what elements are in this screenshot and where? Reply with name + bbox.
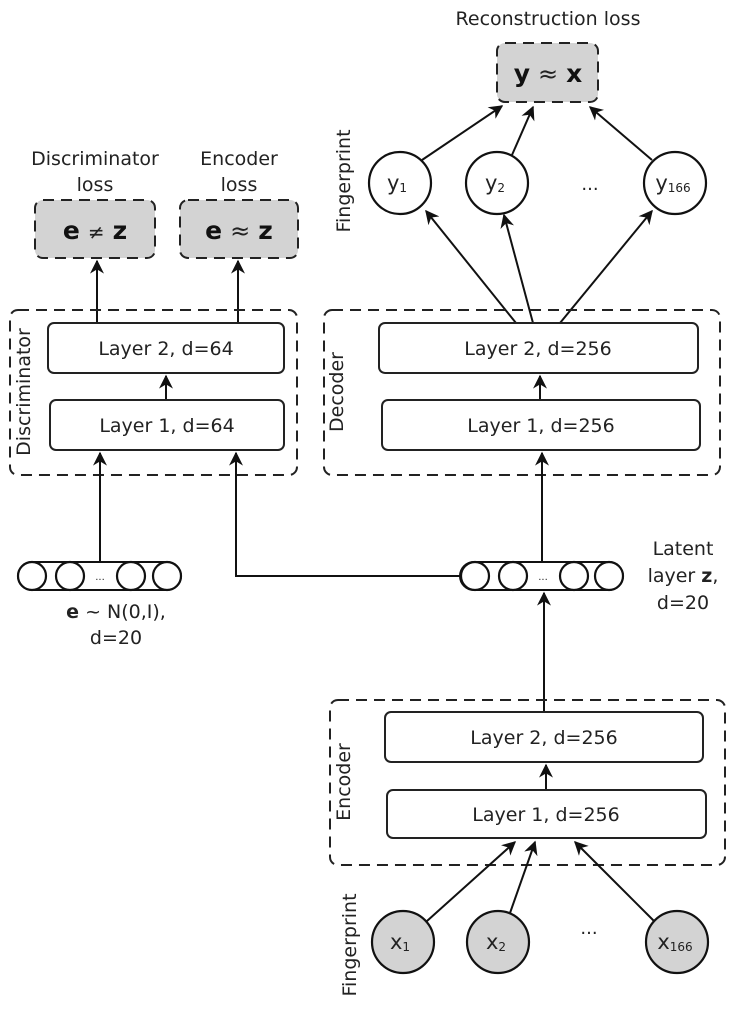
output-node-y166: y166	[642, 150, 708, 216]
arrow-decoder-to-y2	[500, 213, 534, 324]
discriminator-layer1-label: Layer 1, d=64	[99, 415, 234, 437]
discriminator-layer1	[49, 399, 285, 451]
discriminator-loss-title-line1: Discriminator	[31, 148, 159, 170]
decoder-layer1	[381, 399, 701, 451]
input-ellipsis: ...	[580, 918, 597, 939]
latent-vector	[459, 560, 625, 592]
encoder-layer2	[384, 711, 704, 763]
input-node-x1: x1	[370, 909, 436, 975]
discriminator-loss-title-line2: loss	[77, 174, 114, 196]
svg-text:x1: x1	[390, 930, 410, 954]
latent-vector-ellipsis: ...	[538, 572, 548, 583]
decoder-layer2	[378, 322, 699, 374]
discriminator-layer2	[47, 322, 285, 374]
reconstruction-loss-title: Reconstruction loss	[456, 8, 641, 30]
arrow-y2-to-recon	[511, 105, 535, 156]
reconstruction-equation: y ≈ x	[514, 59, 583, 88]
encoder-layer1	[386, 789, 707, 839]
decoder-layer1-label: Layer 1, d=256	[467, 415, 614, 437]
decoder-layer2-label: Layer 2, d=256	[464, 338, 611, 360]
svg-text:y2: y2	[485, 171, 505, 195]
encoder-layer2-label: Layer 2, d=256	[470, 727, 617, 749]
latent-caption-line3: d=20	[657, 592, 709, 614]
arrow-latent-to-disc	[229, 451, 461, 577]
svg-text:y166: y166	[655, 171, 690, 195]
decoder-label: Decoder	[326, 352, 348, 432]
arrow-x1-to-encoder	[426, 841, 517, 922]
svg-text:x2: x2	[486, 930, 506, 954]
discriminator-loss-box	[34, 199, 156, 259]
output-fingerprint-label: Fingerprint	[333, 129, 355, 232]
latent-caption-line1: Latent	[653, 538, 714, 560]
arrow-decoder-to-y166	[559, 209, 653, 324]
svg-text:x166: x166	[657, 930, 692, 954]
latent-caption-line2: layer z,	[648, 565, 719, 587]
output-ellipsis: ...	[581, 174, 598, 195]
reconstruction-loss-box	[496, 42, 599, 103]
prior-caption-line1: e ~ N(0,I),	[66, 601, 166, 623]
encoder-layer1-label: Layer 1, d=256	[472, 804, 619, 826]
encoder-loss-equation: e ≈ z	[205, 216, 273, 245]
output-node-y2: y2	[464, 150, 530, 216]
discriminator-label: Discriminator	[13, 328, 35, 456]
encoder-loss-box	[179, 199, 299, 259]
discriminator-loss-equation: e ≠ z	[63, 216, 127, 245]
prior-vector-ellipsis: ...	[95, 572, 105, 583]
svg-text:y1: y1	[387, 171, 407, 195]
input-node-x2: x2	[465, 909, 531, 975]
arrow-decoder-to-y1	[425, 209, 517, 324]
decoder-block	[323, 309, 721, 476]
arrow-y166-to-recon	[588, 106, 653, 161]
output-node-y1: y1	[367, 150, 433, 216]
arrow-x2-to-encoder	[509, 840, 538, 914]
input-node-x166: x166	[644, 909, 710, 975]
encoder-label: Encoder	[333, 743, 355, 821]
discriminator-block	[9, 309, 298, 476]
encoder-loss-title-line2: loss	[221, 174, 258, 196]
input-fingerprint-label: Fingerprint	[339, 893, 361, 996]
encoder-loss-title-line1: Encoder	[200, 148, 278, 170]
prior-vector	[16, 560, 183, 592]
discriminator-layer2-label: Layer 2, d=64	[98, 338, 233, 360]
arrow-y1-to-recon	[421, 105, 504, 161]
prior-caption-line2: d=20	[90, 627, 142, 649]
arrow-x166-to-encoder	[574, 841, 655, 922]
